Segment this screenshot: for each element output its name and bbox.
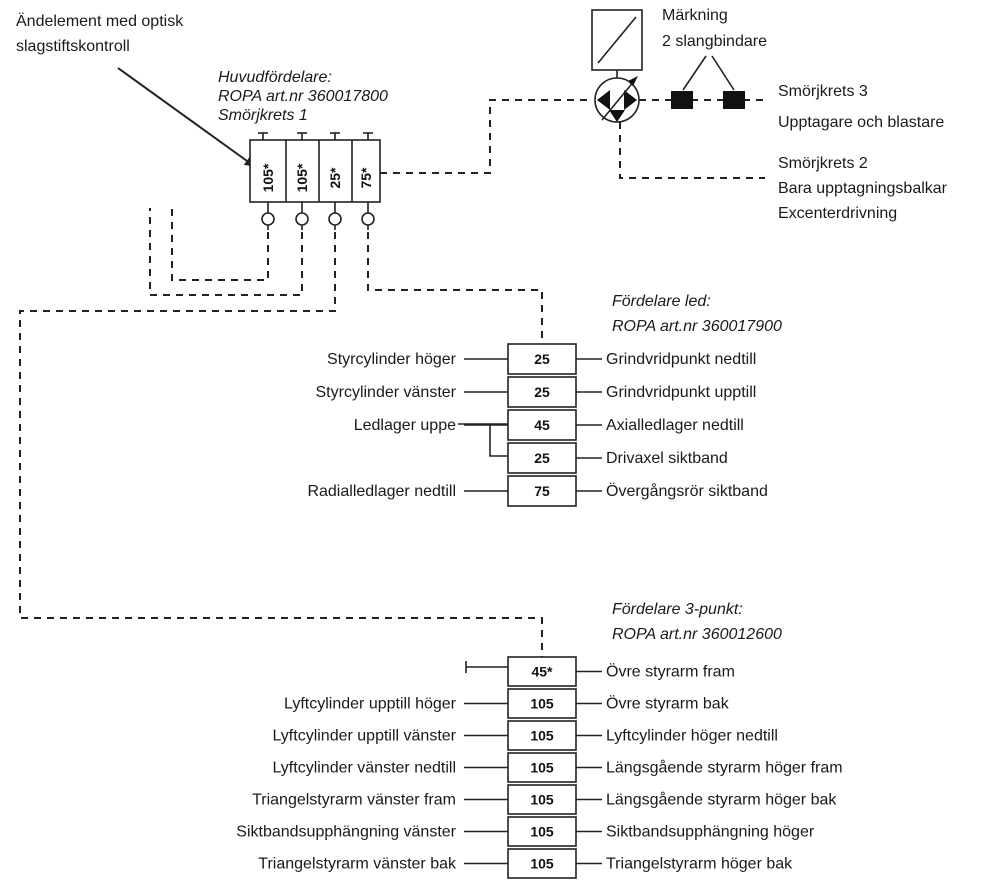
joint-row-box: [507, 343, 577, 375]
joint-distributor-art: ROPA art.nr 360017900: [612, 318, 782, 335]
main-distributor-art: ROPA art.nr 360017800: [218, 88, 388, 105]
joint-row-right-label: Grindvridpunkt nedtill: [606, 351, 756, 368]
joint-distributor: 25 Styrcylinder höger Grindvridpunkt nedti…: [307, 343, 768, 507]
joint-row-value: 25: [534, 384, 550, 400]
joint-row-left-label: Styrcylinder höger: [327, 351, 457, 368]
callout-text-line2: slagstiftskontroll: [16, 38, 130, 55]
main-cell-4: 75*: [358, 167, 374, 189]
circuit3-line1: Smörjkrets 3: [778, 83, 868, 100]
tp-row-box: [507, 720, 577, 751]
marking-pointer-2: [711, 55, 735, 91]
main-cell-2: 105*: [294, 163, 310, 192]
tp-row-value: 105: [530, 760, 554, 776]
tp-row-box: [507, 848, 577, 879]
line-to-pump: [380, 99, 592, 174]
joint-row-right-label: Drivaxel siktband: [606, 450, 728, 467]
tp-row-value: 105: [530, 792, 554, 808]
line-outlet-1: [171, 208, 269, 281]
tp-row-right-label: Siktbandsupphängning höger: [606, 824, 815, 841]
joint-row-left-label: Radialledlager nedtill: [307, 483, 456, 500]
line-to-joint: [367, 232, 543, 340]
tp-row-right-label: Triangelstyrarm höger bak: [606, 856, 793, 873]
tp-row-right-label: Övre styrarm fram: [606, 663, 735, 681]
circuit2-line3: Excenterdrivning: [778, 205, 897, 222]
joint-bracket: [458, 423, 508, 457]
hose-clamp-1: [671, 91, 693, 109]
pump-symbol: [591, 9, 643, 123]
tp-row-left-label: Lyftcylinder upptill höger: [284, 696, 457, 713]
main-distributor: 105* 105* 25* 75*: [249, 132, 381, 230]
joint-row-value: 45: [534, 417, 550, 433]
tp-row-value: 105: [530, 856, 554, 872]
tp-row-right-label: Lyftcylinder höger nedtill: [606, 728, 778, 745]
marking-pointer-1: [682, 55, 707, 91]
tp-row-value: 105: [530, 824, 554, 840]
tp-row-right-label: Längsgående styrarm höger bak: [606, 791, 837, 809]
joint-row-left-label: Ledlager uppe: [354, 417, 456, 434]
tp-row-right-label: Övre styrarm bak: [606, 695, 730, 713]
tp-row-left-label: Lyftcylinder vänster nedtill: [273, 760, 457, 777]
main-distributor-frame: [249, 139, 381, 203]
tp-row-value: 105: [530, 696, 554, 712]
joint-row-left-label: Styrcylinder vänster: [316, 384, 457, 401]
tp-row-value: 45*: [531, 664, 553, 680]
tp-row-value: 105: [530, 728, 554, 744]
marking-label-line1: Märkning: [662, 7, 728, 24]
hose-clamp-2: [723, 91, 745, 109]
joint-row-right-label: Grindvridpunkt upptill: [606, 384, 756, 401]
tp-row-box: [507, 784, 577, 815]
circuit3-line2: Upptagare och blastare: [778, 114, 944, 131]
marking-label-line2: 2 slangbindare: [662, 33, 767, 50]
tp-row-left-label: Triangelstyrarm vänster bak: [258, 856, 457, 873]
callout-arrow: [117, 67, 255, 167]
main-distributor-circuit: Smörjkrets 1: [218, 107, 308, 124]
joint-row-right-label: Övergångsrör siktband: [606, 482, 768, 500]
joint-distributor-title: Fördelare led:: [612, 293, 711, 310]
tp-row-left-label: Lyftcylinder upptill vänster: [273, 728, 457, 745]
joint-row-value: 25: [534, 351, 550, 367]
joint-row-box: [507, 442, 577, 474]
main-cell-3: 25*: [327, 167, 343, 189]
line-to-3point: [19, 232, 543, 657]
tp-row-left-label: Triangelstyrarm vänster fram: [252, 792, 456, 809]
three-point-plug: [465, 661, 508, 673]
joint-row-value: 75: [534, 483, 550, 499]
line-circuit2: [619, 122, 765, 179]
main-cell-1: 105*: [260, 163, 276, 192]
main-distributor-title: Huvudfördelare:: [218, 69, 332, 86]
three-point-title: Fördelare 3-punkt:: [612, 601, 743, 618]
line-outlet-2: [149, 208, 303, 296]
callout-text-line1: Ändelement med optisk: [16, 12, 184, 30]
circuit2-line2: Bara upptagningsbalkar: [778, 180, 948, 197]
tp-row-right-label: Längsgående styrarm höger fram: [606, 759, 843, 777]
circuit2-line1: Smörjkrets 2: [778, 155, 868, 172]
three-point-art: ROPA art.nr 360012600: [612, 626, 782, 643]
joint-row-value: 25: [534, 450, 550, 466]
tp-row-left-label: Siktbandsupphängning vänster: [236, 824, 456, 841]
tp-row-box: [507, 688, 577, 719]
joint-row-right-label: Axialledlager nedtill: [606, 417, 744, 434]
